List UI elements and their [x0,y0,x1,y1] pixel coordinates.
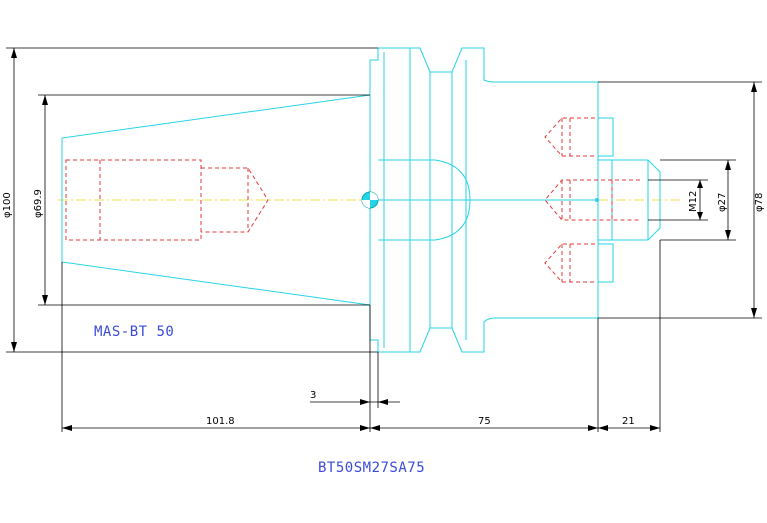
flange-outline [369,47,599,353]
key-slot-top [597,117,614,157]
dim-text-body-length: 75 [478,416,491,427]
taper-label: MAS-BT 50 [94,324,174,340]
hidden-screw-middle [544,179,640,221]
dim-pilot-length [598,425,660,431]
dim-body-length [370,425,598,431]
dim-bore-diameter [660,159,736,241]
dim-text-overall-diameter: φ100 [2,192,13,218]
dim-overall-diameter [6,47,378,353]
gauge-point-marker [361,191,379,209]
dim-gap [310,399,400,405]
dim-taper-length [62,425,370,431]
model-code: BT50SM27SA75 [318,460,425,476]
hidden-screw-top [544,117,595,157]
hidden-screw-bottom [544,243,595,283]
dim-text-bore-diameter: φ27 [717,193,728,212]
hidden-thread-tip [201,167,269,233]
hidden-thread-outer [65,159,202,241]
dim-taper-diameter [38,94,370,306]
dim-text-taper-length: 101.8 [206,416,235,427]
dim-text-gap: 3 [310,390,316,401]
pilot-outline [598,159,661,241]
dim-thread [648,179,708,221]
dim-text-taper-diameter: φ69.9 [33,189,44,218]
dim-text-thread: M12 [688,191,699,212]
key-slot-bottom [597,243,614,283]
dim-flange-diameter [598,81,762,319]
dim-text-flange-diameter: φ78 [754,193,765,212]
pilot-center-dot [595,198,599,202]
dim-text-pilot-length: 21 [622,416,635,427]
